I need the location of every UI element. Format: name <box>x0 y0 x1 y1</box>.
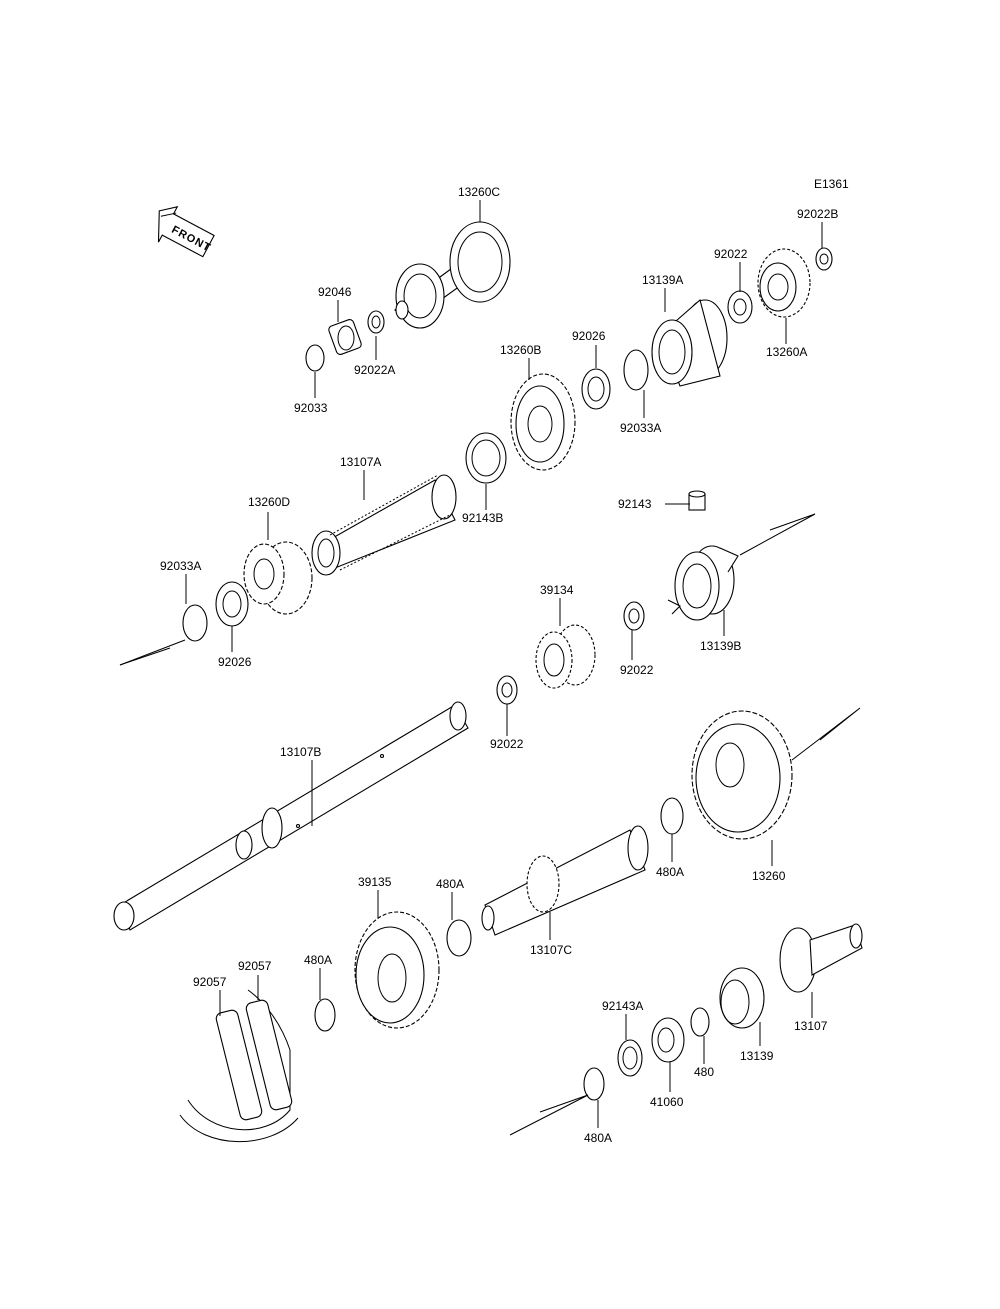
part-label: 41060 <box>650 1095 684 1109</box>
gear-13260d-icon <box>243 541 313 615</box>
axis-line-bottom <box>509 1094 589 1136</box>
circlip-480a-bottom-icon <box>583 1067 605 1101</box>
washer-92022a-icon <box>367 310 385 334</box>
axis-line-right-middle <box>791 707 861 761</box>
part-label: 92057 <box>238 959 272 973</box>
axis-line-right-upper <box>739 513 816 556</box>
part-label: 92143 <box>618 497 652 511</box>
shaft-13107b-icon <box>113 701 469 931</box>
gear-13260-icon <box>691 710 793 840</box>
dog-39134-icon <box>535 624 596 689</box>
part-label: 92026 <box>572 329 606 343</box>
gear-39135-icon <box>354 911 440 1029</box>
part-label: 92033 <box>294 401 328 415</box>
circlip-92033-icon <box>305 344 325 372</box>
part-label: 13260B <box>500 343 541 357</box>
collar-41060-icon <box>651 1017 685 1063</box>
part-label: 92046 <box>318 285 352 299</box>
gear-13260c-icon <box>394 221 511 329</box>
part-label: 13107A <box>340 455 381 469</box>
circlip-92033a-lower-icon <box>182 604 208 642</box>
part-label: 92022B <box>797 207 838 221</box>
part-label: 13107C <box>530 943 572 957</box>
circlip-480a-middle-icon <box>446 919 472 957</box>
axis-line-left-upper-b <box>119 647 171 666</box>
part-labels: 13260C 92046 92022A 92033 13139A 92022 9… <box>160 185 838 1145</box>
gear-13260a-icon <box>757 248 811 318</box>
part-label: 92033A <box>620 421 661 435</box>
part-label: 92143A <box>602 999 643 1013</box>
chain-92057-icon <box>179 989 299 1143</box>
hub-13139-icon <box>719 967 765 1029</box>
part-label: 92022A <box>354 363 395 377</box>
part-label: 92026 <box>218 655 252 669</box>
part-label: 13139B <box>700 639 741 653</box>
washer-92026-upper-icon <box>581 368 611 410</box>
part-label: 39134 <box>540 583 574 597</box>
part-label: 92022 <box>714 247 748 261</box>
leader-lines <box>185 200 823 1128</box>
part-label: 39135 <box>358 875 392 889</box>
part-label: 92033A <box>160 559 201 573</box>
circlip-480a-left-icon <box>314 998 336 1032</box>
part-label: 13139A <box>642 273 683 287</box>
part-label: 92143B <box>462 511 503 525</box>
washer-92022-lower-icon <box>496 675 518 705</box>
part-label: 13107 <box>794 1019 828 1033</box>
front-arrow-icon: FRONT <box>157 206 215 258</box>
washer-92026-lower-icon <box>215 581 249 627</box>
washer-92022-middle-icon <box>623 601 645 631</box>
shaft-13107a-icon <box>311 474 457 576</box>
circlip-92033a-upper-icon <box>623 349 649 391</box>
part-label: 480A <box>584 1131 612 1145</box>
gear-13260b-icon <box>510 373 576 471</box>
collar-92143a-icon <box>617 1039 643 1077</box>
shifter-13139b-icon <box>667 545 739 621</box>
washer-92022b-icon <box>815 247 833 271</box>
part-label: 13107B <box>280 745 321 759</box>
sleeve-13139a-icon <box>651 299 728 387</box>
part-label: 480 <box>694 1065 714 1079</box>
part-label: 13260D <box>248 495 290 509</box>
collar-92143b-icon <box>465 432 507 484</box>
part-label: 480A <box>436 877 464 891</box>
part-label: 13260A <box>766 345 807 359</box>
part-label: 13139 <box>740 1049 774 1063</box>
part-label: 92057 <box>193 975 227 989</box>
part-label: 92022 <box>490 737 524 751</box>
part-label: 480A <box>304 953 332 967</box>
diagram-code: E1361 <box>814 177 849 191</box>
needle-bearing-92046-icon <box>328 319 362 355</box>
part-label: 92022 <box>620 663 654 677</box>
shaft-13107c-icon <box>481 825 649 936</box>
washer-92022-upper-icon <box>727 290 753 324</box>
part-label: 480A <box>656 865 684 879</box>
part-label: 13260 <box>752 869 786 883</box>
circlip-480a-right-icon <box>660 797 684 835</box>
pin-92143-icon <box>688 490 706 511</box>
circlip-480-icon <box>690 1007 710 1037</box>
shaft-13107-icon <box>779 923 863 993</box>
part-label: 13260C <box>458 185 500 199</box>
